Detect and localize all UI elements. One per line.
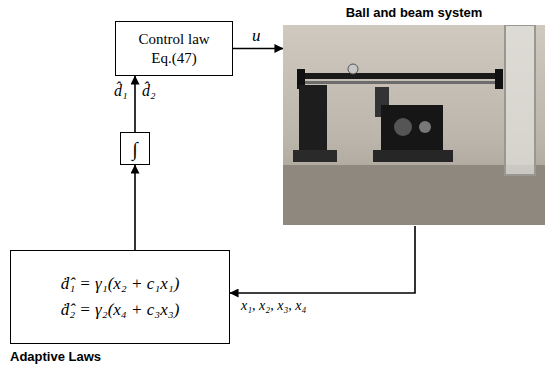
left-foot xyxy=(293,150,337,162)
ball xyxy=(348,64,358,74)
signal-arrow xyxy=(230,226,415,293)
signal-label: d̂₁ xyxy=(113,82,129,100)
left-support xyxy=(299,85,327,155)
beam-rail xyxy=(301,81,501,84)
photo-background xyxy=(283,25,545,225)
motor-assembly xyxy=(381,105,443,153)
gear xyxy=(419,121,431,133)
beam xyxy=(301,73,501,79)
equation-frame: ḋ̂₁ = γ₁(x₂ + c₁x₁)ḋ̂₂ = γ₂(x₄ + c₃x₃) xyxy=(10,250,230,344)
adaptive-law-box: ḋ̂₁ = γ₁(x₂ + c₁x₁)ḋ̂₂ = γ₂(x₄ + c₃x₃) Ad… xyxy=(10,250,230,368)
ball-beam-photo xyxy=(283,25,545,225)
signal-arrow xyxy=(134,76,136,132)
plant-photo: Ball and beam system xyxy=(283,4,545,226)
integrator-box: ∫ xyxy=(120,132,150,165)
edge-label: x₁, x₂, x₃, x₄ xyxy=(240,298,307,314)
box-label: Control law xyxy=(138,30,209,49)
signal-arrow xyxy=(233,48,283,50)
tube xyxy=(505,25,535,175)
adaptive-equation: ḋ̂₁ = γ₁(x₂ + c₁x₁) xyxy=(61,271,180,297)
edge-label: u xyxy=(251,26,262,46)
beam-end xyxy=(495,69,503,89)
block-caption: Adaptive Laws xyxy=(10,348,230,365)
figure-heading: Ball and beam system xyxy=(283,4,545,22)
signal-arrow xyxy=(134,165,136,250)
adaptive-equation: ḋ̂₂ = γ₂(x₄ + c₃x₃) xyxy=(61,297,180,323)
box-label: Eq.(47) xyxy=(151,49,196,68)
process-box: Control lawEq.(47) xyxy=(115,21,233,76)
integral-symbol: ∫ xyxy=(132,138,137,160)
gear xyxy=(394,118,412,136)
motor-base xyxy=(373,150,453,162)
signal-label: d̂₂ xyxy=(141,82,157,100)
